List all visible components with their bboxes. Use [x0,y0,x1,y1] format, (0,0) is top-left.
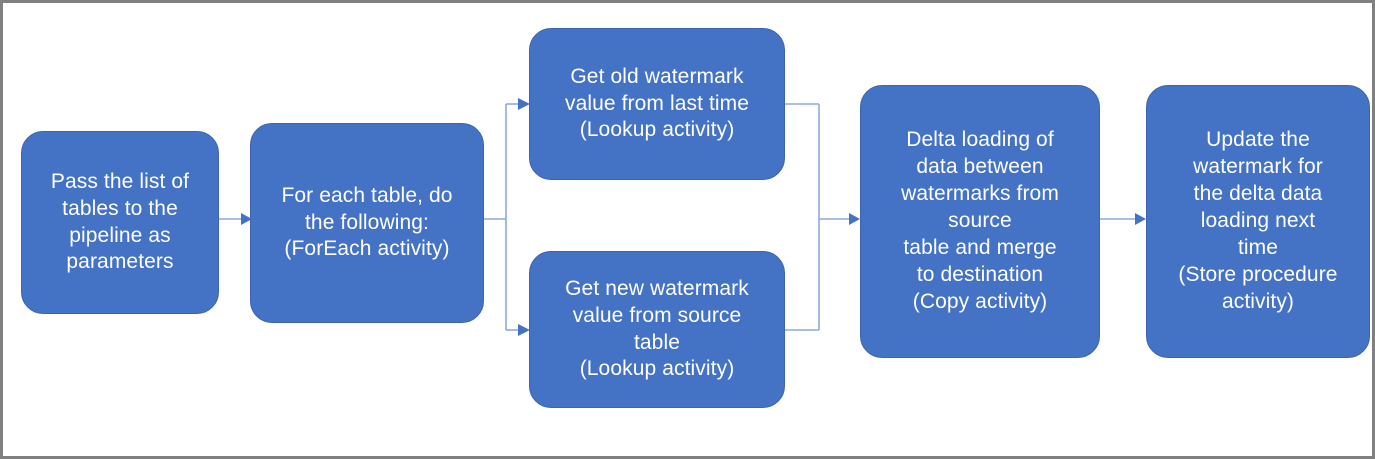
node-delta-loading-copy-label: Delta loading of data between watermarks… [901,128,1059,313]
edge-merge-to-delta [785,103,860,331]
edge-pass-to-foreach [219,213,252,225]
node-pass-table-list[interactable]: Pass the list of tables to the pipeline … [21,131,219,314]
node-for-each-table-label: For each table, do the following: (ForEa… [281,183,453,261]
node-update-watermark-label: Update the watermark for the delta data … [1178,128,1338,313]
edge-foreach-split [484,98,530,336]
node-get-new-watermark[interactable]: Get new watermark value from source tabl… [529,251,785,408]
node-pass-table-list-label: Pass the list of tables to the pipeline … [50,169,190,274]
node-for-each-table[interactable]: For each table, do the following: (ForEa… [250,123,484,323]
node-get-new-watermark-label: Get new watermark value from source tabl… [565,276,749,381]
edge-delta-to-update [1100,213,1146,225]
node-delta-loading-copy[interactable]: Delta loading of data between watermarks… [860,85,1100,358]
node-update-watermark[interactable]: Update the watermark for the delta data … [1146,85,1370,358]
node-get-old-watermark[interactable]: Get old watermark value from last time (… [529,28,785,180]
node-get-old-watermark-label: Get old watermark value from last time (… [564,64,750,142]
